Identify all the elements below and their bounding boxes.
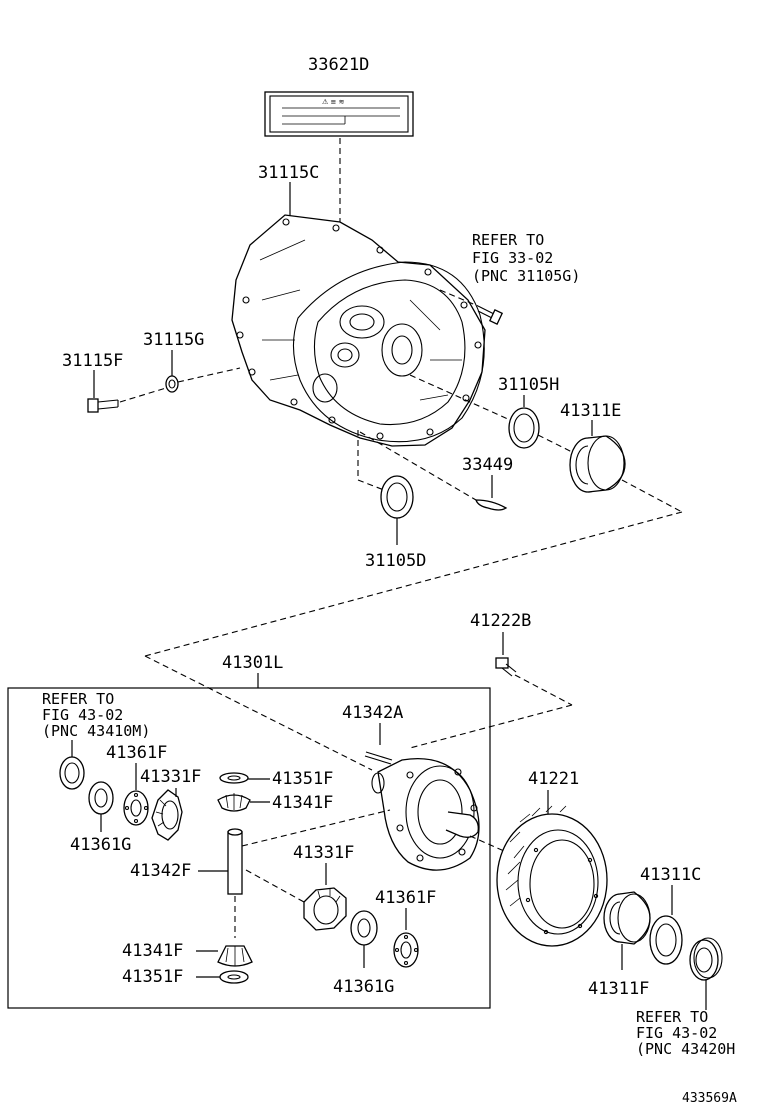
part-label-41361F-lower[interactable]: 41361F [375,888,436,908]
ref-left-line1: REFER TO [42,690,114,708]
reference-note-line3[interactable]: (PNC 31105G) [472,267,580,285]
ref-bottom-line2[interactable]: FIG 43-02 [636,1024,717,1042]
pin-41342A [364,751,393,765]
oil-seal-43420H [689,937,723,981]
part-label-41341F-upper[interactable]: 41341F [272,793,333,813]
part-label-41341F-lower[interactable]: 41341F [122,941,183,961]
part-label-41361F-upper[interactable]: 41361F [106,743,167,763]
differential-group-box [7,687,491,1009]
part-label-41342F[interactable]: 41342F [130,861,191,881]
bearing-41311E [569,435,626,493]
differential-case [371,757,480,871]
pinion-41341F-lower [217,945,253,967]
oil-seal-31105H [508,407,540,449]
figure-id: 433569A [682,1091,737,1106]
part-label-41222B[interactable]: 41222B [470,611,531,631]
thrust-washer-41361F-lower [393,932,419,968]
oil-seal-43410M [59,756,85,790]
washer-31115G [165,375,179,393]
part-label-41351F-upper[interactable]: 41351F [272,769,333,789]
part-label-41331F-upper[interactable]: 41331F [140,767,201,787]
thrust-washer-41361G-lower [350,910,378,946]
bolt-31105G [477,305,504,325]
part-label-41342A[interactable]: 41342A [342,703,403,723]
part-label-41361G-lower[interactable]: 41361G [333,977,394,997]
oil-seal-31105D [380,475,414,519]
washer-41351F-lower [219,970,249,984]
bolt-31115F [87,398,119,413]
reference-note-line1: REFER TO [472,231,544,249]
bearing-race-41311C [649,915,683,965]
part-label-41311C[interactable]: 41311C [640,865,701,885]
label-plate-symbols: ⚠ ≡ ≋ [322,98,345,106]
pinion-shaft-41342F [227,828,243,895]
part-label-31115F[interactable]: 31115F [62,351,123,371]
part-label-31105D[interactable]: 31105D [365,551,426,571]
bearing-41311F [603,891,651,945]
ref-bottom-line3[interactable]: (PNC 43420H [636,1040,735,1058]
ring-gear-41221 [496,805,608,947]
transaxle-case [231,214,486,447]
part-label-31115G[interactable]: 31115G [143,330,204,350]
part-label-41351F-lower[interactable]: 41351F [122,967,183,987]
clip-33449 [475,499,508,511]
part-label-41221[interactable]: 41221 [528,769,579,789]
pinion-41341F-upper [217,793,251,812]
part-label-31105H[interactable]: 31105H [498,375,559,395]
ref-bottom-line1: REFER TO [636,1008,708,1026]
part-label-33449[interactable]: 33449 [462,455,513,475]
part-label-41311E[interactable]: 41311E [560,401,621,421]
side-gear-41331F-lower [303,887,347,931]
caution-label-plate: ⚠ ≡ ≋ [264,91,414,137]
part-label-41331F-lower[interactable]: 41331F [293,843,354,863]
part-label-41361G-upper[interactable]: 41361G [70,835,131,855]
part-label-33621D[interactable]: 33621D [308,55,369,75]
ref-left-line2[interactable]: FIG 43-02 [42,706,123,724]
part-label-31115C[interactable]: 31115C [258,163,319,183]
thrust-washer-41361F-upper [123,790,149,826]
washer-41351F-upper [219,772,249,784]
thrust-washer-41361G-upper [88,781,114,815]
part-label-41311F[interactable]: 41311F [588,979,649,999]
side-gear-41331F-upper [151,789,183,841]
part-label-41301L[interactable]: 41301L [222,653,283,673]
reference-note-line2[interactable]: FIG 33-02 [472,249,553,267]
bolt-41222B [495,657,517,677]
ref-left-line3[interactable]: (PNC 43410M) [42,722,150,740]
